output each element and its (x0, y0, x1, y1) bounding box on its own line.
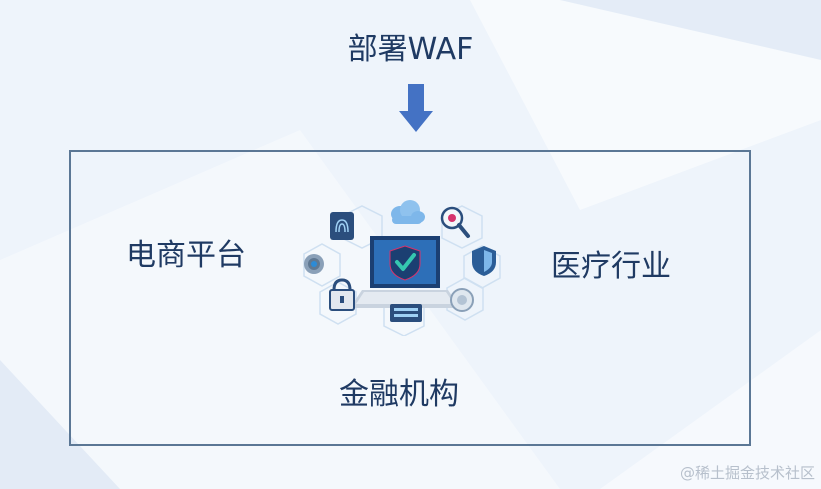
lock-dial-icon (450, 288, 474, 312)
padlock-icon (329, 278, 355, 311)
password-field-icon (390, 304, 422, 322)
scenario-healthcare-label: 医疗行业 (551, 249, 671, 284)
scenario-frame (69, 150, 751, 446)
bug-search-icon (440, 206, 470, 238)
shield-icon (472, 246, 496, 276)
fingerprint-icon (330, 212, 354, 240)
scenario-ecommerce-label: 电商平台 (126, 238, 246, 273)
cloud-icon (391, 200, 425, 224)
down-arrow-icon (399, 84, 433, 132)
watermark: @稀土掘金技术社区 (679, 464, 815, 482)
scenario-finance-label: 金融机构 (339, 377, 459, 412)
security-illustration (303, 200, 501, 336)
gear-icon (304, 254, 324, 274)
page-title: 部署WAF (347, 32, 474, 67)
laptop-shield-icon (350, 236, 460, 308)
